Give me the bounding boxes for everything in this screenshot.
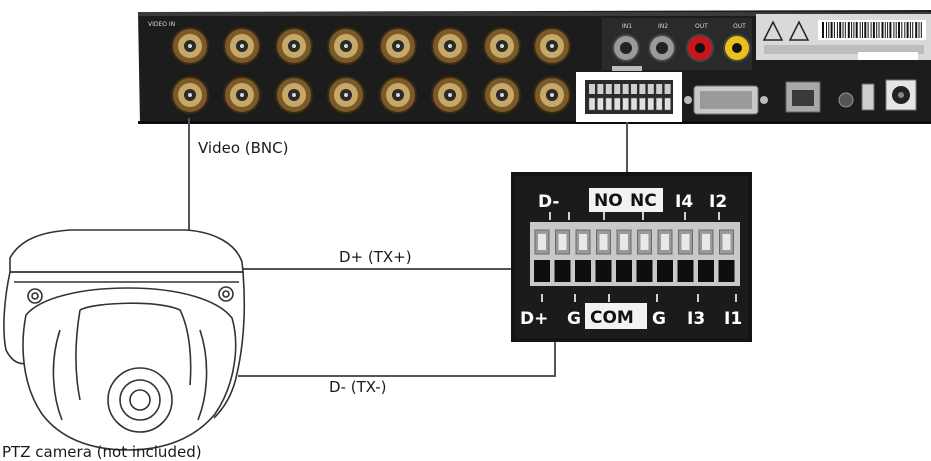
terminal-label-nc: NC [630,191,657,211]
bnc-connector [484,77,520,113]
d-plus-label: D+ (TX+) [339,248,412,266]
audio-connectors: IN1 IN2 OUT OUT [602,18,752,71]
terminal-label-com: COM [590,308,634,328]
bnc-connector [380,77,416,113]
camera-lens-housing [108,368,172,432]
bnc-connector [534,28,570,64]
dvr-sticker [756,14,931,60]
terminal-label-i3: I3 [687,309,705,329]
terminal-block-closeup: D- NO NC I4 I2 D+ G COM G I3 I1 [511,172,752,342]
terminal-label-d-minus: D- [538,192,559,212]
video-in-label: VIDEO IN [148,21,175,28]
d-minus-label: D- (TX-) [329,378,387,396]
bnc-connector [484,28,520,64]
bnc-connector [328,28,364,64]
usb-port [862,84,874,110]
bnc-connector [328,77,364,113]
bnc-connector [224,77,260,113]
audio-in1-label: IN1 [622,23,632,30]
bnc-connector [432,28,468,64]
bnc-connector [276,77,312,113]
camera-label: PTZ camera (not included) [2,443,202,461]
terminal-label-g2: G [652,309,666,329]
bnc-connector [534,77,570,113]
audio-out1-label: OUT [695,23,708,30]
d-minus-wire [238,278,555,376]
video-bnc-label: Video (BNC) [198,139,288,157]
ethernet-port [786,82,820,112]
small-jack [839,93,853,107]
terminal-label-i1: I1 [724,309,742,329]
bnc-connector [224,28,260,64]
camera-screw-right [219,287,233,301]
dvr-rear-panel: VIDEO IN IN1 IN2 OUT OUT [138,10,931,124]
bnc-connector [172,28,208,64]
bnc-connector [432,77,468,113]
dvi-port [684,86,768,114]
audio-in2-label: IN2 [658,23,668,30]
power-jack [886,80,916,110]
terminal-label-no: NO [594,191,623,211]
bnc-connector [276,28,312,64]
d-plus-wire [243,269,541,276]
camera-screw-left [28,289,42,303]
bnc-connector [172,77,208,113]
terminal-label-i2: I2 [709,192,727,212]
terminal-label-g1: G [567,309,581,329]
ptz-camera [4,230,244,450]
audio-out2-label: OUT [733,23,746,30]
terminal-label-i4: I4 [675,192,693,212]
bnc-connector [380,28,416,64]
terminal-label-d-plus: D+ [520,309,548,329]
camera-top-housing [10,230,243,272]
